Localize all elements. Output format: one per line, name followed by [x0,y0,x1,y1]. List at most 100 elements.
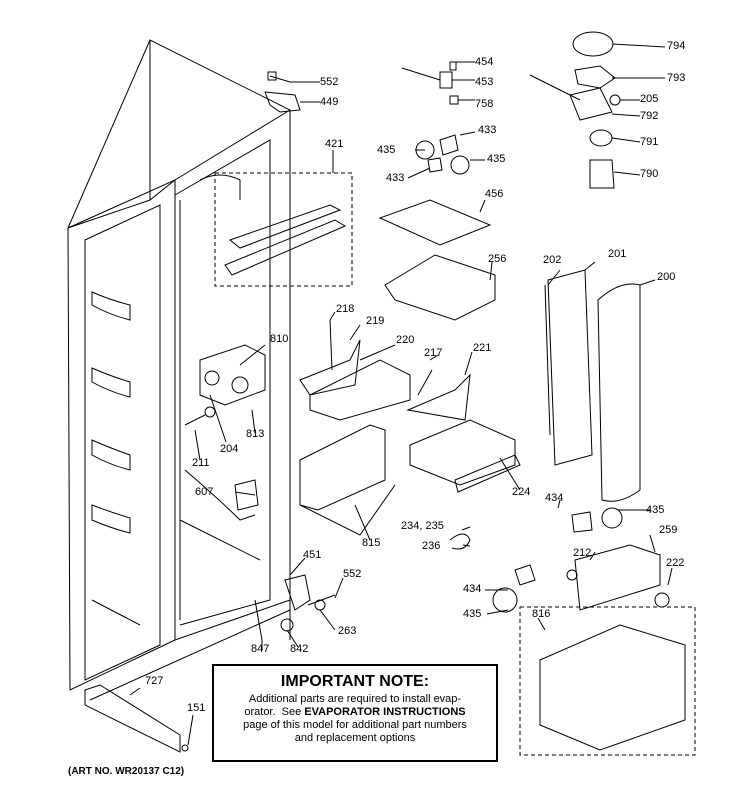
part-label-435-a: 435 [377,144,396,156]
part-790-filter [589,159,615,189]
part-label-758: 758 [475,98,494,110]
part-label-790: 790 [640,168,659,180]
part-221-chute [406,373,471,421]
part-433-socket [427,134,459,173]
part-151-screw [181,744,189,752]
part-263-nut [314,599,326,611]
art-number: (ART NO. WR20137 C12) [68,766,185,777]
part-236-clip [449,533,471,550]
part-219-shelf [299,339,361,396]
part-label-791: 791 [640,136,659,148]
part-451-bracket [284,574,311,611]
part-211-screw [184,414,206,426]
part-421-shape [224,204,347,276]
part-434-socket-a [571,511,593,533]
part-456-bracket [378,199,492,246]
part-815-evaporator [299,424,396,536]
part-552-bolt [267,71,291,83]
part-label-222: 222 [666,557,685,569]
part-204-grommet [204,406,216,418]
note-line-2-text: orator. See [244,706,305,718]
part-205-screw [609,94,621,106]
part-434-socket-b [514,564,536,586]
part-212-screw [566,569,578,581]
part-label-847: 847 [251,643,270,655]
part-label-205: 205 [640,93,659,105]
part-256-tray [384,254,496,321]
assembly-816-box [519,606,696,756]
part-label-201: 201 [608,248,627,260]
part-label-263: 263 [338,625,357,637]
part-607-relay [234,479,259,511]
part-label-552-b: 552 [343,568,362,580]
part-label-607: 607 [195,486,214,498]
part-label-727: 727 [145,675,164,687]
part-label-218: 218 [336,303,355,315]
important-note-title: IMPORTANT NOTE: [280,673,430,690]
part-label-794: 794 [667,40,686,52]
part-label-434-b: 434 [463,583,482,595]
part-791-ring [589,129,613,147]
part-224-bin [409,419,521,493]
part-label-217: 217 [424,347,443,359]
important-note-box: IMPORTANT NOTE: Additional parts are req… [212,664,498,762]
part-label-454: 454 [475,56,494,68]
part-810-fan [199,344,266,406]
note-line-3: page of this model for additional part n… [243,719,467,731]
part-label-433-b: 433 [386,172,405,184]
part-435-bulb-b [450,155,470,175]
assembly-421-box [214,172,353,287]
important-note-body: Additional parts are required to install… [214,693,496,745]
part-label-435-b: 435 [487,153,506,165]
part-label-212: 212 [573,547,592,559]
part-label-552: 552 [320,76,339,88]
note-line-1: Additional parts are required to install… [248,693,462,705]
part-label-435-d: 435 [463,608,482,620]
note-line-2: orator. See EVAPORATOR INSTRUCTIONS [214,706,496,719]
part-label-202: 202 [543,254,562,266]
part-label-234-235: 234, 235 [401,520,444,532]
part-label-842: 842 [290,643,309,655]
part-label-456: 456 [485,188,504,200]
part-449-bracket [264,91,301,113]
part-label-813: 813 [246,428,265,440]
part-792-housing [529,74,613,121]
part-label-236: 236 [422,540,441,552]
part-label-815: 815 [362,537,381,549]
part-label-204: 204 [220,443,239,455]
part-842-pulley [280,618,294,632]
part-847-spring [254,599,263,641]
refrigerator-cabinet [67,39,291,701]
part-label-219: 219 [366,315,385,327]
part-label-151: 151 [187,702,206,714]
part-727-grille [84,684,181,753]
part-label-792: 792 [640,110,659,122]
part-259-cover [574,544,661,611]
part-label-221: 221 [473,342,492,354]
part-label-816: 816 [532,608,551,620]
part-217-lever [417,369,433,396]
part-label-449: 449 [320,96,339,108]
part-220-drawer [309,359,411,421]
part-label-224: 224 [512,486,531,498]
part-453-sensor [401,61,459,105]
evaporator-instructions-link: EVAPORATOR INSTRUCTIONS [304,706,466,718]
part-label-256: 256 [488,253,507,265]
part-label-810: 810 [270,333,289,345]
part-816-assembly [539,624,686,751]
part-label-200: 200 [657,271,676,283]
part-label-433-a: 433 [478,124,497,136]
part-label-220: 220 [396,334,415,346]
part-435-bulb-d [492,587,518,613]
part-label-421: 421 [325,138,344,150]
part-label-793: 793 [667,72,686,84]
part-793-cover [574,65,616,89]
part-202-gasket [544,284,551,436]
part-label-259: 259 [659,524,678,536]
part-222-plug [654,592,670,608]
part-label-435-c: 435 [646,504,665,516]
part-218-rod [329,319,333,371]
part-794-cap [572,31,614,57]
part-label-434-a: 434 [545,492,564,504]
